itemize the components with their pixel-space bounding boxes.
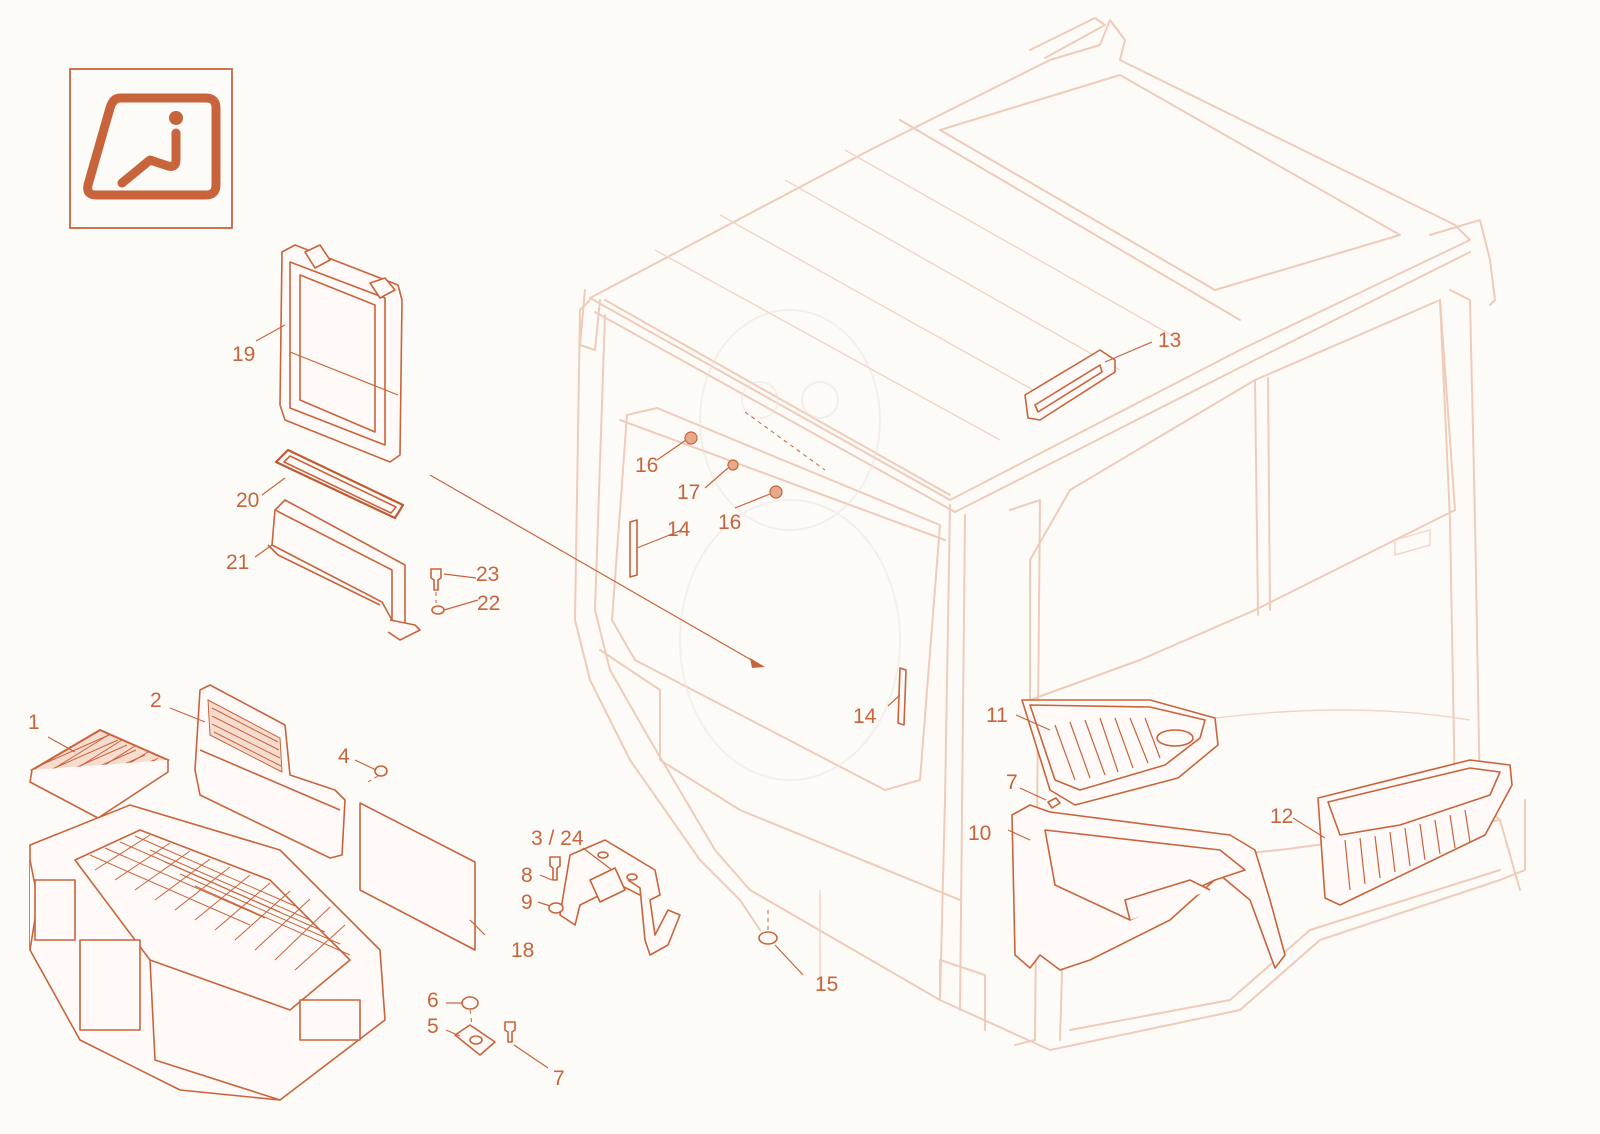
callout-label: 21 <box>226 551 250 574</box>
operator-seat-icon <box>69 68 233 229</box>
callout-label: 16 <box>635 454 659 477</box>
part-18-filter-sheet <box>359 802 476 951</box>
part-22-23-fasteners <box>430 568 445 615</box>
hvac-unit <box>29 804 386 1101</box>
callout-label: 8 <box>521 864 533 887</box>
callout-label: 16 <box>718 511 742 534</box>
cab-frame <box>574 17 1526 1051</box>
callout-label: 4 <box>338 745 350 768</box>
part-8-9-fasteners <box>548 856 564 914</box>
callout-label: 2 <box>150 689 162 712</box>
part-15-grommet <box>758 910 778 945</box>
callout-label: 14 <box>667 518 691 541</box>
callout-label: 7 <box>1006 771 1018 794</box>
callout-label: 20 <box>236 489 260 512</box>
callout-label: 7 <box>553 1067 565 1090</box>
callout-label: 15 <box>815 973 839 996</box>
callout-label: 10 <box>968 822 992 845</box>
watermark-mascot <box>679 309 901 781</box>
part-7-screw <box>1047 797 1061 809</box>
callout-label: 12 <box>1270 805 1294 828</box>
part-4-screw <box>367 765 388 783</box>
callout-label: 6 <box>427 989 439 1012</box>
callout-label: 11 <box>986 704 1008 727</box>
part-20-gasket <box>274 448 405 520</box>
part-2-side-panel <box>194 684 346 859</box>
part-12-basket <box>1317 759 1513 906</box>
callout-label: 22 <box>477 592 501 615</box>
part-19-filter-housing <box>279 244 403 463</box>
callout-label: 17 <box>677 481 701 504</box>
callout-label: 14 <box>853 705 877 728</box>
callout-label: 18 <box>511 939 535 962</box>
part-13-handle <box>1024 349 1116 421</box>
leader-lines <box>47 324 1326 1069</box>
part-14-strips <box>629 519 907 726</box>
part-5-6-7-plate <box>454 996 516 1056</box>
part-16-17-nuts <box>684 411 826 499</box>
part-10-console-panel <box>1011 804 1286 971</box>
callout-label: 23 <box>476 563 500 586</box>
part-21-bracket <box>267 499 421 641</box>
callout-label: 1 <box>28 711 40 734</box>
callout-label: 9 <box>521 891 533 914</box>
part-1-grille <box>29 728 171 819</box>
callout-label: 3 / 24 <box>531 827 584 850</box>
callout-label: 13 <box>1158 329 1182 352</box>
callout-label: 19 <box>232 343 256 366</box>
part-3-24-bracket <box>559 839 681 956</box>
callout-label: 5 <box>427 1015 439 1038</box>
part-11-tray <box>1021 699 1219 806</box>
